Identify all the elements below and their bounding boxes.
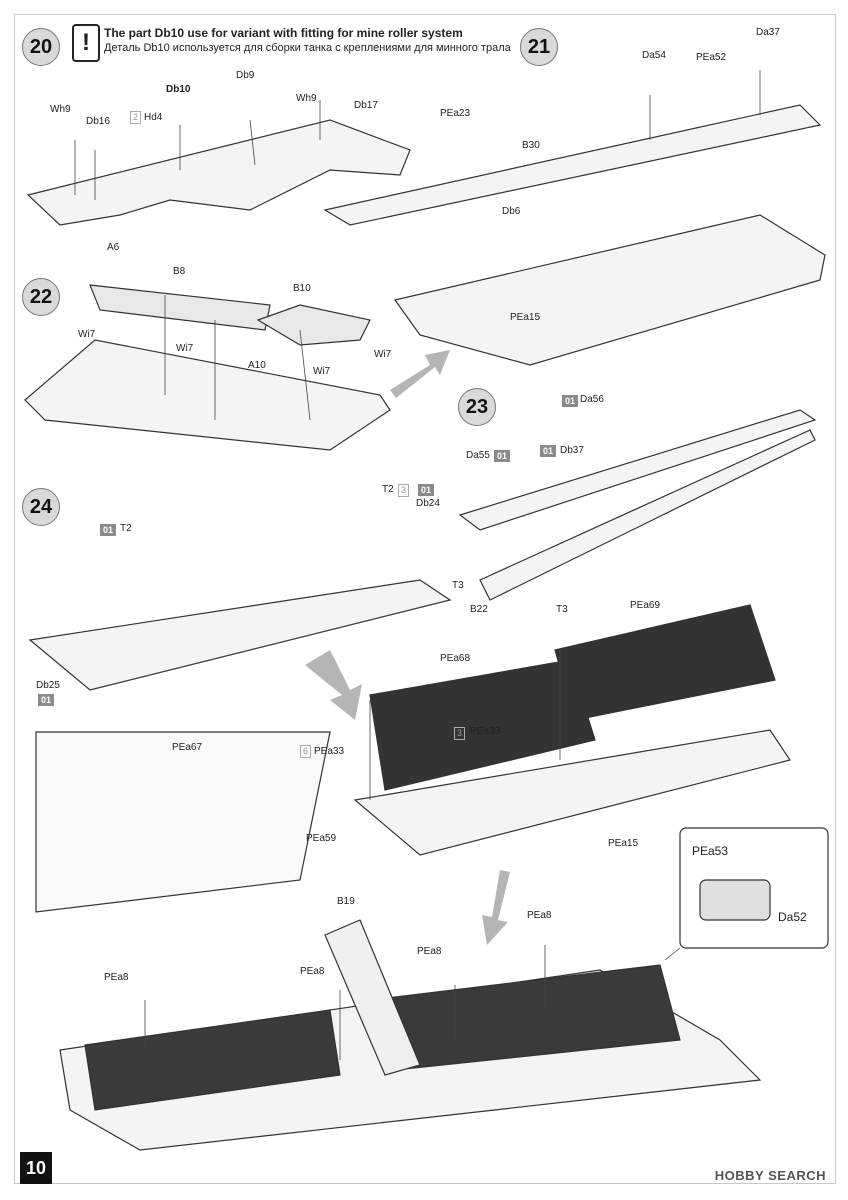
quantity-t2: 3: [398, 484, 410, 497]
grille-left: [84, 1009, 341, 1111]
step-number-23: 23: [458, 388, 496, 426]
label-db10: Db10: [166, 84, 191, 95]
arrow-22-to-21: [390, 350, 450, 398]
label-a10: A10: [248, 360, 266, 371]
color-tag-01: 01: [100, 524, 117, 536]
arrow-24-down: [305, 650, 362, 720]
label-db37: Db37: [560, 445, 584, 456]
label-hd4: Hd4: [144, 112, 163, 123]
label-b10: B10: [293, 283, 311, 294]
page-frame: [14, 14, 836, 1184]
label-pea53: PEa53: [692, 844, 729, 858]
label-pea8: PEa8: [527, 910, 552, 921]
label-pea23: PEa23: [440, 108, 471, 119]
part-da52: [699, 879, 771, 921]
note-english: The part Db10 use for variant with fitti…: [104, 26, 463, 40]
part-a6: [26, 119, 411, 226]
label-db24: Db24: [416, 498, 440, 509]
label-t3: T3: [452, 580, 464, 591]
label-pea15-b: PEa15: [608, 838, 639, 849]
label-t3-b: T3: [556, 604, 568, 615]
grille-pea69: [554, 604, 776, 721]
warning-icon: !: [72, 24, 100, 62]
label-pea33-b: PEa33: [470, 726, 501, 737]
label-da55: Da55: [466, 450, 490, 461]
label-db16: Db16: [86, 116, 110, 127]
label-pea8-c: PEa8: [300, 966, 325, 977]
engine-deck: [353, 729, 791, 856]
label-da37: Da37: [756, 27, 780, 38]
watermark: HOBBY SEARCH: [714, 1168, 826, 1183]
label-b8: B8: [173, 266, 186, 277]
part-t2-assembly: [28, 579, 452, 691]
color-tag-01: 01: [38, 694, 55, 706]
label-pea8-d: PEa8: [104, 972, 129, 983]
part-a10: [24, 339, 391, 451]
part-b19: [324, 919, 421, 1076]
step-number-22: 22: [22, 278, 60, 316]
label-db17: Db17: [354, 100, 378, 111]
quantity-pea33: 6: [300, 745, 312, 758]
arrow-to-final: [482, 870, 510, 945]
label-wi7-2: Wi7: [176, 343, 194, 354]
label-wi7-3: Wi7: [374, 349, 392, 360]
step-number-21: 21: [520, 28, 558, 66]
label-db9: Db9: [236, 70, 255, 81]
detail-inset: [35, 731, 331, 913]
label-pea59: PEa59: [306, 833, 337, 844]
step-number-20: 20: [22, 28, 60, 66]
page-number: 10: [20, 1152, 52, 1184]
color-tag-01: 01: [494, 450, 511, 462]
step-number-24: 24: [22, 488, 60, 526]
grille-pea68: [369, 659, 596, 791]
part-b10: [256, 304, 371, 346]
label-pea15: PEa15: [510, 312, 541, 323]
part-db37: [458, 409, 817, 531]
label-b19: B19: [337, 896, 355, 907]
part-b30: [323, 104, 822, 226]
label-a6: A6: [107, 242, 120, 253]
label-wi7-1: Wi7: [78, 329, 96, 340]
label-t2-b: T2: [382, 484, 394, 495]
label-da54: Da54: [642, 50, 666, 61]
label-pea8-b: PEa8: [417, 946, 442, 957]
label-db25: Db25: [36, 680, 60, 691]
part-db6-frame: [393, 214, 826, 366]
label-da56: Da56: [580, 394, 604, 405]
label-da52: Da52: [778, 910, 807, 924]
label-db6: Db6: [502, 206, 521, 217]
part-b8: [89, 284, 271, 331]
color-tag-01: 01: [540, 445, 557, 457]
label-b22: B22: [470, 604, 488, 615]
part-t3-rails: [479, 429, 816, 601]
label-wh9-b: Wh9: [296, 93, 317, 104]
note-russian: Деталь Db10 используется для сборки танк…: [104, 42, 511, 54]
label-pea67: PEa67: [172, 742, 203, 753]
color-tag-01: 01: [562, 395, 579, 407]
label-pea69: PEa69: [630, 600, 661, 611]
label-pea52: PEa52: [696, 52, 727, 63]
color-tag-01: 01: [418, 484, 435, 496]
label-pea33: PEa33: [314, 746, 345, 757]
label-wi7-4: Wi7: [313, 366, 331, 377]
label-t2: T2: [120, 523, 132, 534]
quantity-pea33-b: 3: [454, 727, 466, 740]
label-pea68: PEa68: [440, 653, 471, 664]
label-b30: B30: [522, 140, 540, 151]
quantity-hd4: 2: [130, 111, 142, 124]
label-wh9: Wh9: [50, 104, 71, 115]
